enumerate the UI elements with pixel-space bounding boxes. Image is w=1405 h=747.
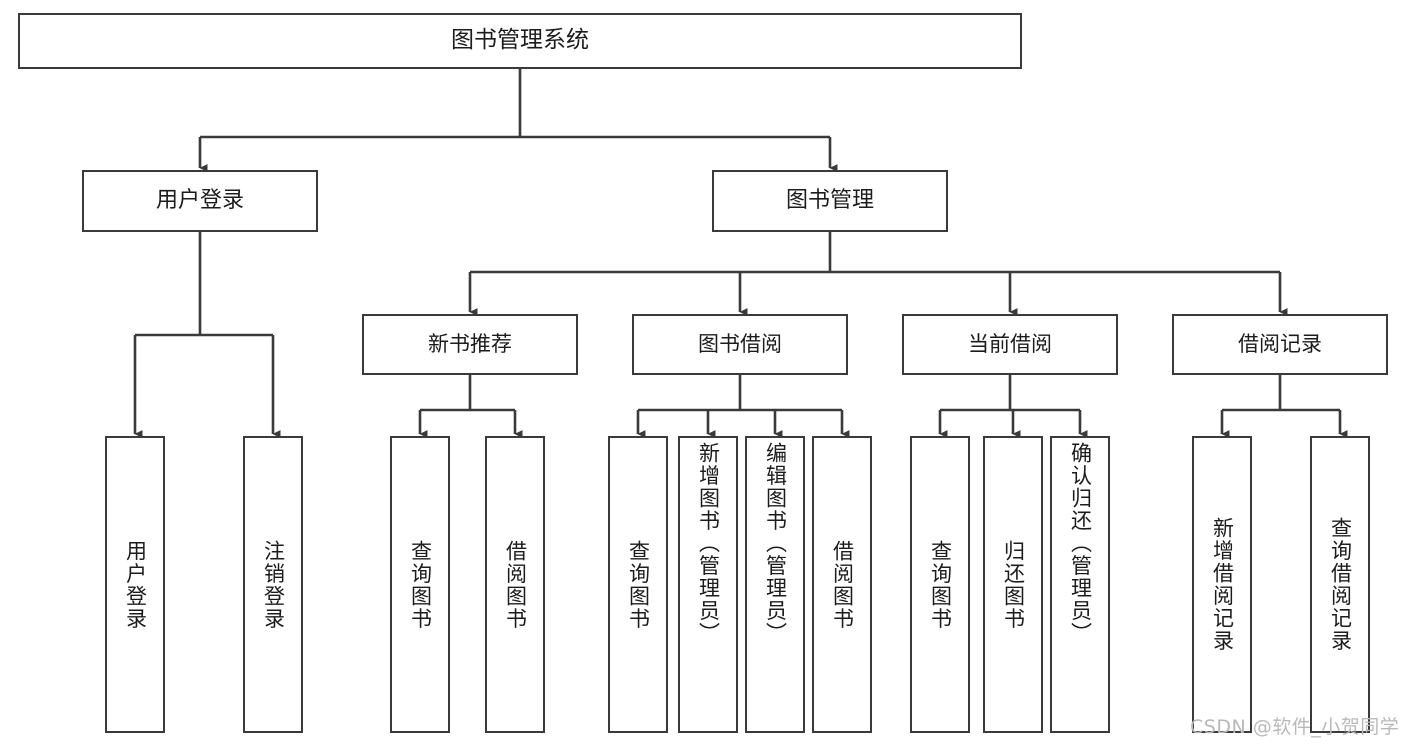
node-label: 图书借阅 <box>698 331 782 356</box>
leaf-leaf-borrow-book-rec[interactable]: 借阅图书 <box>485 436 545 733</box>
node-label: 新增借阅记录 <box>1210 517 1235 652</box>
leaf-leaf-query-book-rec[interactable]: 查询图书 <box>390 436 450 733</box>
leaf-leaf-borrow-book[interactable]: 借阅图书 <box>812 436 872 733</box>
node-label: 查询图书 <box>408 539 433 630</box>
node-book-borrow[interactable]: 图书借阅 <box>632 314 848 375</box>
node-label: 用户登录 <box>123 539 148 630</box>
node-new-book-recommend[interactable]: 新书推荐 <box>362 314 578 375</box>
node-user-login[interactable]: 用户登录 <box>82 170 318 232</box>
leaf-leaf-query-book-bor[interactable]: 查询图书 <box>608 436 668 733</box>
node-label: 借阅记录 <box>1238 331 1322 356</box>
leaf-leaf-query-book-cur[interactable]: 查询图书 <box>910 436 970 733</box>
node-label: 确认归还（管理员） <box>1068 442 1093 645</box>
leaf-leaf-user-login[interactable]: 用户登录 <box>105 436 165 733</box>
leaf-leaf-confirm-return[interactable]: 确认归还（管理员） <box>1050 436 1110 733</box>
node-label: 用户登录 <box>155 187 244 213</box>
node-label: 借阅图书 <box>830 539 855 630</box>
node-label: 注销登录 <box>261 539 286 630</box>
leaf-leaf-add-book[interactable]: 新增图书（管理员） <box>678 436 738 733</box>
node-book-manage[interactable]: 图书管理 <box>712 170 948 232</box>
node-label: 图书管理 <box>785 187 874 213</box>
node-label: 图书管理系统 <box>451 27 589 54</box>
leaf-leaf-edit-book[interactable]: 编辑图书（管理员） <box>745 436 805 733</box>
watermark-text: CSDN @软件_小贺同学 <box>1190 716 1400 738</box>
node-label: 当前借阅 <box>968 331 1052 356</box>
leaf-leaf-logout[interactable]: 注销登录 <box>243 436 303 733</box>
node-root[interactable]: 图书管理系统 <box>18 13 1022 69</box>
leaf-leaf-add-record[interactable]: 新增借阅记录 <box>1192 436 1252 733</box>
node-label: 查询借阅记录 <box>1328 517 1353 652</box>
node-label: 查询图书 <box>626 539 651 630</box>
node-label: 编辑图书（管理员） <box>763 442 788 645</box>
connector-group <box>133 69 1348 438</box>
leaf-leaf-return-book[interactable]: 归还图书 <box>983 436 1043 733</box>
node-borrow-record[interactable]: 借阅记录 <box>1172 314 1388 375</box>
node-label: 借阅图书 <box>503 539 528 630</box>
node-label: 归还图书 <box>1001 539 1026 630</box>
node-label: 新增图书（管理员） <box>696 442 721 645</box>
node-current-borrow[interactable]: 当前借阅 <box>902 314 1118 375</box>
node-label: 新书推荐 <box>428 331 512 356</box>
leaf-leaf-query-record[interactable]: 查询借阅记录 <box>1310 436 1370 733</box>
node-label: 查询图书 <box>928 539 953 630</box>
